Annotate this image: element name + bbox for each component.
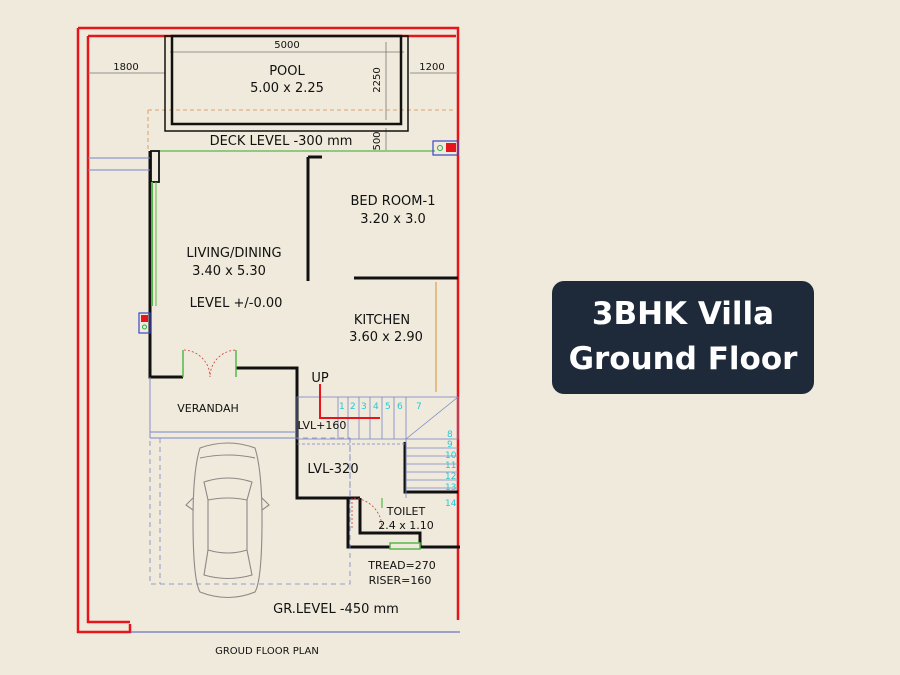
- deck-label: DECK LEVEL -300 mm: [210, 134, 353, 149]
- toilet-label: TOILET: [386, 505, 426, 518]
- plan-caption: GROUD FLOOR PLAN: [215, 646, 319, 657]
- tread-note: TREAD=270: [367, 559, 436, 572]
- pool-size: 5.00 x 2.25: [250, 81, 324, 96]
- verandah-label: VERANDAH: [177, 402, 239, 415]
- kitchen-label: KITCHEN: [354, 313, 410, 328]
- landing-level: LVL+160: [298, 419, 347, 432]
- stair-up-label: UP: [311, 371, 329, 386]
- step-number: 13: [445, 483, 456, 493]
- staircase: [296, 396, 459, 498]
- step-number: 8: [447, 430, 453, 440]
- bedroom-label: BED ROOM-1: [351, 194, 436, 209]
- column-block: [150, 150, 160, 183]
- step-number: 5: [385, 402, 391, 412]
- left-setback-dim: 1800: [113, 62, 138, 73]
- step-number: 6: [397, 402, 403, 412]
- parking-outline: [149, 437, 351, 585]
- step-number: 2: [350, 402, 356, 412]
- db-box-left: [138, 312, 151, 334]
- pool-width-dim: 5000: [274, 40, 299, 51]
- step-number: 12: [445, 472, 456, 482]
- step-number: 1: [339, 402, 345, 412]
- setback-lines: [147, 109, 456, 150]
- lower-level: LVL-320: [307, 462, 358, 477]
- living-size: 3.40 x 5.30: [192, 264, 266, 279]
- step-number: 10: [445, 451, 457, 461]
- toilet-window: [389, 542, 421, 550]
- deck-gap-dim: 500: [372, 131, 383, 150]
- dimension-lines: [88, 42, 458, 150]
- bedroom-size: 3.20 x 3.0: [360, 212, 426, 227]
- stair-numbers: 1 2 3 4 5 6 7 8 9 10 11 12 13 14: [339, 402, 457, 509]
- stair-arrow: [319, 384, 380, 419]
- step-number: 9: [447, 440, 453, 450]
- car-icon: [185, 442, 270, 599]
- pool-depth-dim: 2250: [372, 67, 383, 92]
- toilet-size: 2.4 x 1.10: [378, 519, 434, 532]
- riser-note: RISER=160: [369, 574, 432, 587]
- step-number: 3: [361, 402, 367, 412]
- living-level: LEVEL +/-0.00: [190, 296, 283, 311]
- living-label: LIVING/DINING: [186, 246, 281, 261]
- title-banner: 3BHK Villa Ground Floor: [552, 281, 814, 394]
- step-number: 4: [373, 402, 379, 412]
- kitchen-size: 3.60 x 2.90: [349, 330, 423, 345]
- ground-level-label: GR.LEVEL -450 mm: [273, 602, 399, 617]
- step-number: 7: [416, 402, 422, 412]
- pool-label: POOL: [269, 64, 305, 79]
- step-number: 14: [445, 499, 457, 509]
- db-box-top: [432, 140, 459, 156]
- entrance-door: [182, 349, 237, 378]
- pool-walls: [164, 34, 409, 132]
- right-setback-dim: 1200: [419, 62, 444, 73]
- banner-title-line1: 3BHK Villa: [591, 296, 775, 332]
- banner-title-line2: Ground Floor: [568, 341, 798, 377]
- step-number: 11: [445, 461, 456, 471]
